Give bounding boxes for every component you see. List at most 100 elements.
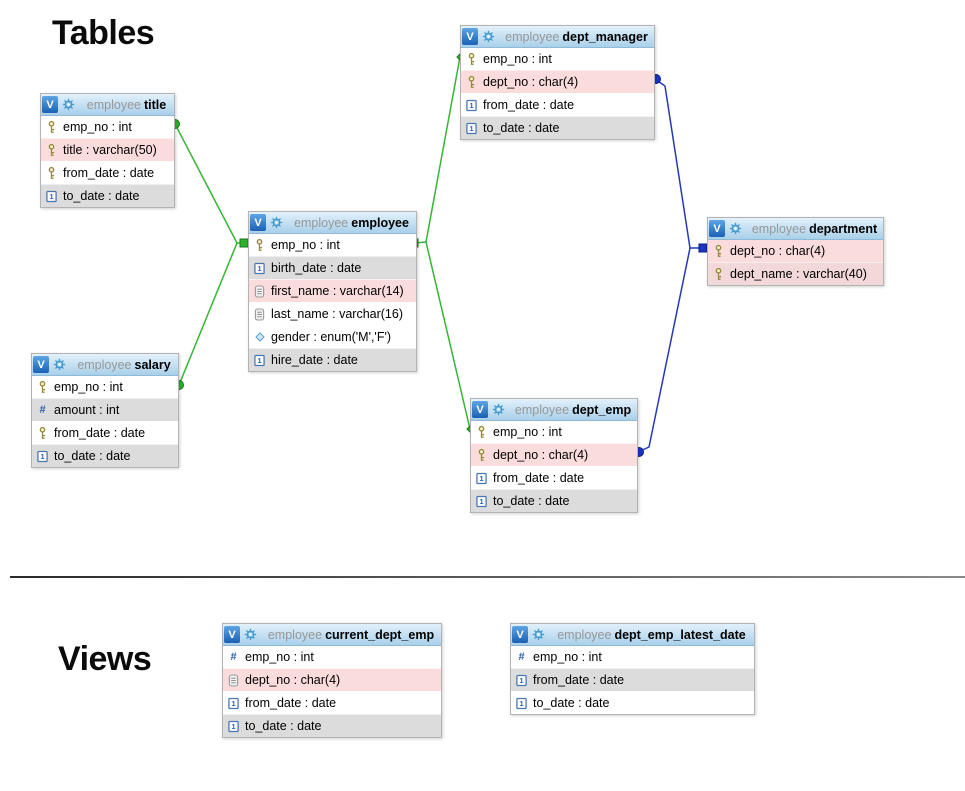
field-row[interactable]: to_date : date: [471, 489, 637, 512]
table-name: salary: [134, 357, 171, 372]
field-row[interactable]: gender : enum('M','F'): [249, 325, 416, 348]
field-row[interactable]: to_date : date: [511, 691, 754, 714]
schema-name: employee: [751, 221, 807, 236]
gear-icon[interactable]: [270, 216, 283, 229]
calendar-icon: [45, 190, 58, 203]
field-label: dept_no : char(4): [493, 448, 589, 462]
v-toggle-button[interactable]: V: [462, 28, 478, 45]
field-row[interactable]: first_name : varchar(14): [249, 279, 416, 302]
field-label: gender : enum('M','F'): [271, 330, 392, 344]
gear-icon[interactable]: [244, 628, 257, 641]
field-row[interactable]: from_date : date: [511, 668, 754, 691]
table-name: employee: [351, 215, 409, 230]
field-row[interactable]: dept_no : char(4): [471, 443, 637, 466]
field-row[interactable]: emp_no : int: [41, 116, 174, 138]
gear-icon[interactable]: [532, 628, 545, 641]
key-icon: [465, 75, 478, 89]
relation-dept-manager-department: [654, 78, 701, 249]
field-label: to_date : date: [245, 719, 322, 733]
field-row[interactable]: dept_no : char(4): [461, 70, 654, 93]
field-row[interactable]: to_date : date: [461, 116, 654, 139]
gear-icon[interactable]: [62, 98, 75, 111]
field-label: emp_no : int: [54, 380, 123, 394]
relation-employee-dept-emp: [425, 241, 471, 430]
key-icon: [36, 426, 49, 440]
field-label: from_date : date: [245, 696, 337, 710]
field-row[interactable]: emp_no : int: [471, 421, 637, 443]
field-row[interactable]: emp_no : int: [461, 48, 654, 70]
field-row[interactable]: hire_date : date: [249, 348, 416, 371]
gear-icon[interactable]: [482, 30, 495, 43]
field-row[interactable]: dept_no : char(4): [223, 668, 441, 691]
field-row[interactable]: #emp_no : int: [511, 646, 754, 668]
field-label: dept_no : char(4): [730, 244, 826, 258]
field-row[interactable]: dept_no : char(4): [708, 240, 883, 262]
field-row[interactable]: from_date : date: [32, 421, 178, 444]
field-row[interactable]: from_date : date: [41, 161, 174, 184]
field-row[interactable]: #amount : int: [32, 398, 178, 421]
endpoint-square: [239, 238, 249, 248]
field-row[interactable]: title : varchar(50): [41, 138, 174, 161]
schema-name: employee: [86, 97, 141, 112]
field-row[interactable]: from_date : date: [223, 691, 441, 714]
table-name: title: [143, 97, 167, 112]
field-label: from_date : date: [493, 471, 585, 485]
field-row[interactable]: from_date : date: [461, 93, 654, 116]
v-toggle-button[interactable]: V: [224, 626, 240, 643]
field-label: to_date : date: [483, 121, 560, 135]
field-label: emp_no : int: [63, 120, 132, 134]
v-toggle-button[interactable]: V: [33, 356, 49, 373]
field-row[interactable]: birth_date : date: [249, 256, 416, 279]
field-row[interactable]: to_date : date: [32, 444, 178, 467]
gear-icon[interactable]: [492, 403, 505, 416]
calendar-icon: [253, 354, 266, 367]
gear-icon[interactable]: [729, 222, 742, 235]
v-toggle-button[interactable]: V: [512, 626, 528, 643]
field-row[interactable]: emp_no : int: [249, 234, 416, 256]
calendar-icon: [465, 99, 478, 112]
v-toggle-button[interactable]: V: [250, 214, 266, 231]
numeric-hash-icon: #: [518, 650, 525, 663]
section-divider: [10, 576, 965, 578]
field-row[interactable]: dept_name : varchar(40): [708, 262, 883, 285]
field-row[interactable]: from_date : date: [471, 466, 637, 489]
field-row[interactable]: #emp_no : int: [223, 646, 441, 668]
text-field-icon: [227, 674, 240, 687]
endpoint-square: [698, 243, 708, 253]
gear-icon[interactable]: [53, 358, 66, 371]
field-row[interactable]: to_date : date: [41, 184, 174, 207]
field-label: from_date : date: [54, 426, 146, 440]
table-name: department: [809, 221, 878, 236]
field-row[interactable]: emp_no : int: [32, 376, 178, 398]
schema-name: employee: [505, 29, 560, 44]
field-label: dept_name : varchar(40): [730, 267, 867, 281]
key-icon: [475, 448, 488, 462]
v-toggle-button[interactable]: V: [42, 96, 58, 113]
key-icon: [475, 425, 488, 439]
calendar-icon: [465, 122, 478, 135]
field-label: emp_no : int: [493, 425, 562, 439]
v-toggle-button[interactable]: V: [472, 401, 488, 418]
field-row[interactable]: to_date : date: [223, 714, 441, 737]
field-row[interactable]: last_name : varchar(16): [249, 302, 416, 325]
field-label: hire_date : date: [271, 353, 358, 367]
v-toggle-button[interactable]: V: [709, 220, 725, 237]
